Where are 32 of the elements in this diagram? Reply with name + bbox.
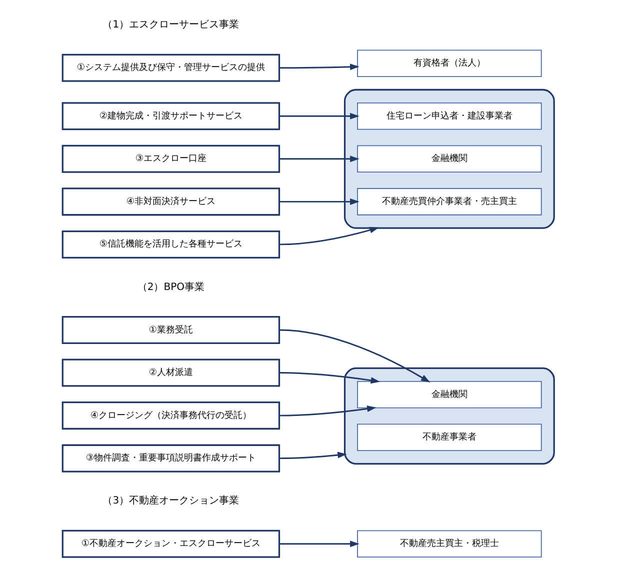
node-box: ③物件調査・重要事項説明書作成サポート bbox=[62, 444, 280, 472]
node-box: ②建物完成・引渡サポートサービス bbox=[62, 102, 280, 130]
node-box: ④非対面決済サービス bbox=[62, 188, 280, 216]
arrow bbox=[279, 156, 360, 162]
node-box: ③エスクロー口座 bbox=[62, 144, 280, 173]
node-box: 不動産事業者 bbox=[357, 424, 542, 452]
cluster bbox=[344, 367, 555, 465]
arrow bbox=[279, 406, 376, 416]
node-box: 住宅ローン申込者・建設事業者 bbox=[357, 102, 542, 130]
label: （1）エスクローサービス事業 bbox=[102, 20, 240, 31]
node-box: ②人材派遣 bbox=[62, 358, 280, 387]
label: （3）不動産オークション事業 bbox=[102, 496, 240, 507]
node-box: 不動産売買仲介事業者・売主買主 bbox=[357, 188, 542, 216]
arrow bbox=[279, 372, 380, 384]
node-box: 金融機関 bbox=[357, 145, 542, 173]
arrow bbox=[279, 452, 347, 460]
arrow bbox=[279, 64, 360, 70]
node-box: ⑤信託機能を活用した各種サービス bbox=[62, 230, 280, 258]
node-box: 有資格者（法人） bbox=[357, 50, 542, 77]
cluster bbox=[344, 88, 555, 229]
arrow bbox=[279, 112, 360, 120]
arrow bbox=[279, 540, 360, 548]
node-box: ①システム提供及び保守・管理サービスの提供 bbox=[62, 54, 280, 82]
arrow bbox=[279, 226, 380, 246]
arrow bbox=[279, 198, 360, 205]
node-box: ①不動産オークション・エスクローサービス bbox=[62, 530, 280, 558]
node-box: ④クロージング（決済事務代行の受託） bbox=[62, 402, 280, 430]
label: （2）BPO事業 bbox=[137, 282, 204, 293]
node-box: 不動産売主買主・税理士 bbox=[357, 530, 542, 558]
node-box: ①業務受託 bbox=[62, 316, 280, 344]
arrow bbox=[279, 329, 430, 383]
node-box: 金融機関 bbox=[357, 380, 542, 408]
